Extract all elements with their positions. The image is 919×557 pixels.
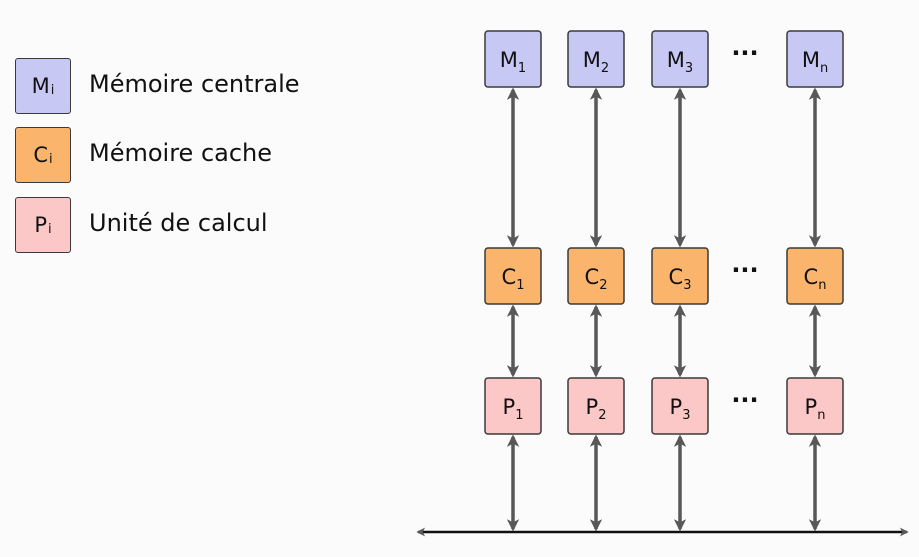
- processor-node-box: [651, 377, 709, 435]
- memory-node-box: [567, 30, 625, 88]
- cache-node-box: [786, 247, 844, 305]
- memory-node-2: M2: [567, 30, 625, 88]
- ellipsis-cache: ···: [731, 256, 758, 284]
- processor-node-2: P2: [567, 377, 625, 435]
- processor-node-box: [484, 377, 542, 435]
- processor-node-3: P3: [651, 377, 709, 435]
- memory-node-box: [651, 30, 709, 88]
- legend-swatch-memory-letter: M: [31, 74, 50, 98]
- processor-node-label: P1: [503, 395, 524, 423]
- memory-node-label: Mn: [802, 48, 828, 76]
- cache-node-box: [567, 247, 625, 305]
- cache-node-1: C1: [484, 247, 542, 305]
- cache-node-box: [484, 247, 542, 305]
- nodes-layer: M1 M2 M3 Mn ··· C1 C2 C3 Cn ··· P1 P2 P3 Pn ···: [484, 30, 844, 435]
- ellipsis-memory: ···: [731, 39, 758, 67]
- legend-swatch-memory-subscript: i: [50, 82, 55, 98]
- legend-swatch-cache-letter: C: [33, 143, 49, 167]
- memory-node-3: M3: [651, 30, 709, 88]
- cache-node-label: C1: [502, 265, 525, 293]
- legend-label-processor: Unité de calcul: [89, 209, 268, 237]
- arrows-layer: [416, 87, 909, 537]
- memory-node-box: [484, 30, 542, 88]
- processor-node-box: [786, 377, 844, 435]
- legend-swatch-cache-subscript: i: [49, 151, 53, 167]
- legend-label-cache: Mémoire cache: [89, 139, 273, 167]
- memory-node-box: [786, 30, 844, 88]
- legend-label-memory: Mémoire centrale: [89, 70, 300, 98]
- cache-node-n: Cn: [786, 247, 844, 305]
- processor-node-label: P2: [586, 395, 607, 423]
- cache-node-box: [651, 247, 709, 305]
- memory-node-label: M2: [583, 48, 609, 76]
- cache-node-2: C2: [567, 247, 625, 305]
- ellipsis-processor: ···: [731, 386, 758, 414]
- processor-node-label: P3: [670, 395, 691, 423]
- processor-node-box: [567, 377, 625, 435]
- memory-node-1: M1: [484, 30, 542, 88]
- processor-node-1: P1: [484, 377, 542, 435]
- cache-node-label: C2: [585, 265, 608, 293]
- memory-node-label: M1: [500, 48, 526, 76]
- processor-node-n: Pn: [786, 377, 844, 435]
- cache-node-label: C3: [669, 265, 692, 293]
- memory-node-n: Mn: [786, 30, 844, 88]
- memory-node-label: M3: [667, 48, 693, 76]
- processor-node-label: Pn: [805, 395, 826, 423]
- legend-swatch-processor-subscript: i: [48, 221, 52, 237]
- legend-swatch-processor-letter: P: [34, 213, 48, 237]
- cache-node-label: Cn: [804, 265, 827, 293]
- cache-node-3: C3: [651, 247, 709, 305]
